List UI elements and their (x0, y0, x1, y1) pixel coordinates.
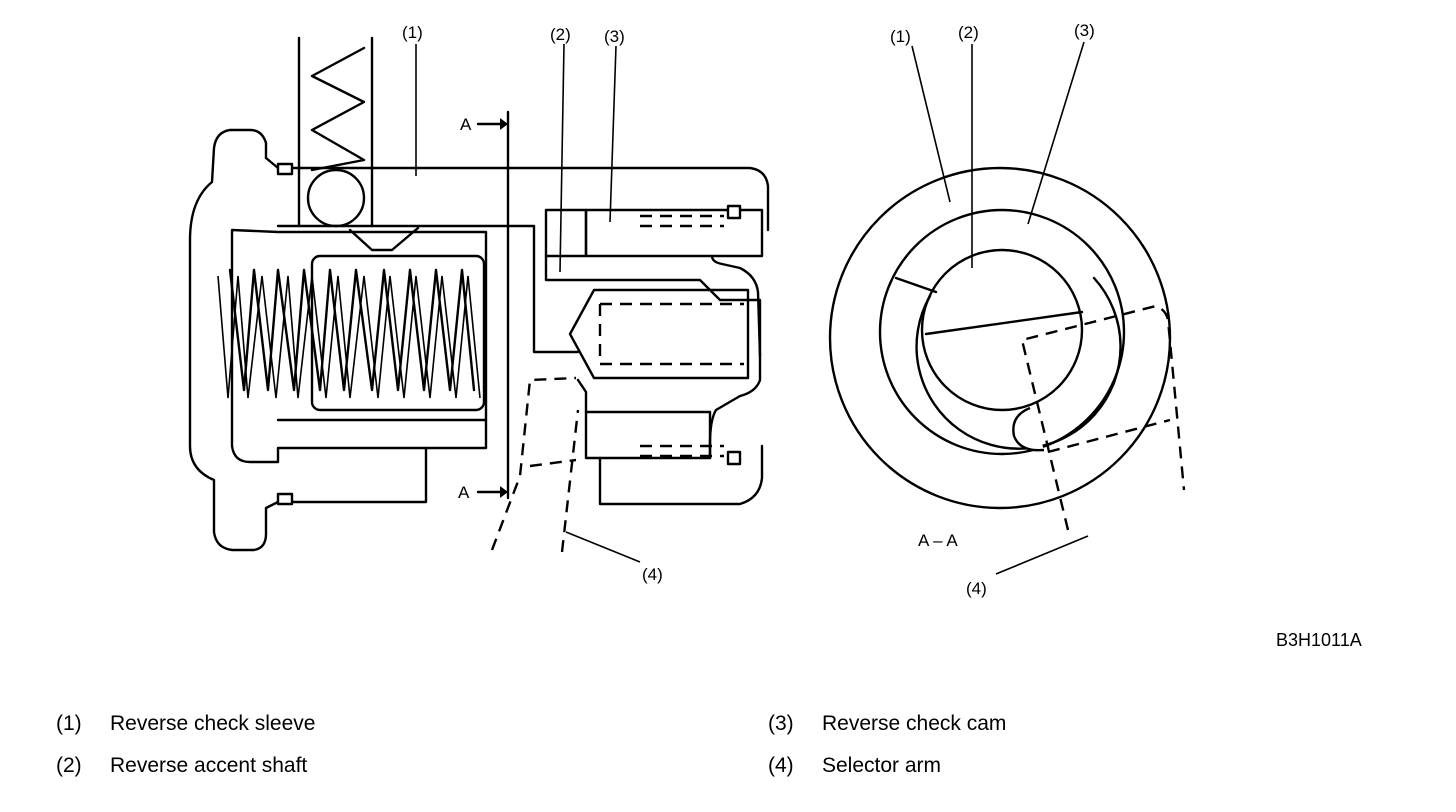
inner-sleeve-body (230, 228, 488, 464)
section-label-bottom: A (458, 483, 470, 502)
callout-right-1: (1) (890, 27, 911, 46)
sleeve-housing-outline (188, 128, 428, 552)
shaft-flat-line (924, 310, 1084, 336)
legend-num-3: (3) (768, 712, 794, 735)
leader-right-4 (995, 535, 1089, 575)
callout-right-2: (2) (958, 23, 979, 42)
legend-num-4: (4) (768, 754, 794, 777)
section-label-top: A (460, 115, 472, 134)
leader-right-1 (911, 45, 951, 203)
sleeve-upper-step (276, 224, 580, 354)
return-spring-coils (228, 268, 476, 392)
selector-arm-section-inner[interactable] (1047, 418, 1171, 454)
legend-item-2: (2) Reverse accent shaft (56, 754, 307, 778)
lower-link (576, 378, 588, 414)
legend-label-1: Reverse check sleeve (110, 712, 316, 735)
selector-arm-section[interactable] (1020, 304, 1186, 531)
plunger-spring (310, 46, 366, 172)
housing-top-edge (264, 156, 770, 232)
callout-right-4: (4) (966, 579, 987, 598)
cam-outer-circle (878, 208, 1126, 456)
leader-left-3 (609, 45, 617, 223)
callout-left-4: (4) (642, 565, 663, 584)
section-arrow-bottom-head (500, 486, 508, 498)
legend-label-3: Reverse check cam (822, 712, 1007, 735)
callout-left-3: (3) (604, 27, 625, 46)
return-spring-coils-back (217, 275, 481, 399)
cam-lobe (1012, 406, 1045, 452)
detent-plunger (568, 288, 750, 380)
sleeve-groove-v (348, 226, 420, 252)
leader-left-2 (559, 43, 565, 273)
check-ball (306, 168, 366, 228)
housing-bottom (598, 444, 764, 506)
accent-shaft-body (544, 254, 762, 358)
callout-left-2: (2) (550, 25, 571, 44)
callout-right-3: (3) (1074, 21, 1095, 40)
check-cam-block (544, 208, 588, 258)
leader-right-3 (1027, 41, 1085, 225)
legend-label-2: Reverse accent shaft (110, 754, 308, 777)
o-ring-top (276, 162, 294, 176)
legend-item-3: (3) Reverse check cam (768, 712, 1006, 736)
callout-left-1: (1) (402, 23, 423, 42)
selector-arm-bottom[interactable] (529, 458, 577, 468)
lower-cam-body (584, 410, 712, 460)
legend-item-1: (1) Reverse check sleeve (56, 712, 315, 736)
cam-pin-bottom (726, 450, 742, 466)
sectional-view: (1) (2) (3) (4) A A (188, 23, 770, 584)
legend-item-4: (4) Selector arm (768, 754, 941, 778)
selector-arm-left[interactable] (490, 376, 577, 551)
selector-arm-right[interactable] (560, 409, 580, 553)
housing-right-wall (708, 254, 762, 460)
legend-label-4: Selector arm (822, 754, 942, 777)
legend-num-1: (1) (56, 712, 82, 735)
check-cam-body (584, 208, 764, 258)
cam-notch (894, 276, 938, 294)
section-arrow-top-head (500, 118, 508, 130)
leader-left-4 (565, 531, 641, 563)
figure-code: B3H1011A (1276, 630, 1362, 650)
legend-num-2: (2) (56, 754, 82, 777)
section-label-a-a: A – A (918, 531, 958, 550)
cam-pin-top (726, 204, 742, 220)
o-ring-bottom (276, 492, 294, 506)
accent-shaft-circle (920, 248, 1084, 412)
section-a-a-view: (1) (2) (3) (4) A – A (828, 21, 1186, 598)
